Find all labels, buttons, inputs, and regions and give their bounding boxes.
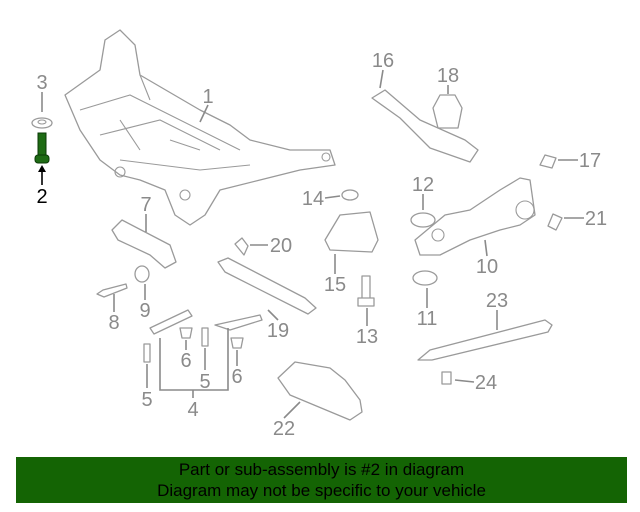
callout-10[interactable]: 10: [476, 256, 498, 278]
part-10-knuckle[interactable]: [414, 177, 536, 256]
callout-21[interactable]: 21: [585, 208, 607, 230]
part-5-bolts[interactable]: [143, 327, 209, 363]
part-2-bolt-highlighted[interactable]: [34, 132, 50, 164]
part-19-lower-arm[interactable]: [217, 257, 317, 315]
callout-4[interactable]: 4: [187, 399, 198, 421]
callout-14[interactable]: 14: [302, 188, 324, 210]
parts-diagram: 1 2 3 4 5 5 6 6 7 8 9 10 11 12 13 14 15 …: [31, 29, 607, 440]
callout-20[interactable]: 20: [270, 235, 292, 257]
callout-12[interactable]: 12: [412, 174, 434, 196]
part-13-bolt[interactable]: [357, 275, 375, 307]
part-17-bolt[interactable]: [539, 154, 557, 169]
callout-23[interactable]: 23: [486, 290, 508, 312]
callout-9[interactable]: 9: [139, 300, 150, 322]
part-4-brackets[interactable]: [149, 309, 263, 335]
banner-line-2: Diagram may not be specific to your vehi…: [157, 481, 486, 500]
callout-3[interactable]: 3: [36, 72, 47, 94]
part-3-washer[interactable]: [31, 117, 53, 129]
part-7-link[interactable]: [111, 219, 177, 269]
callout-22[interactable]: 22: [273, 418, 295, 440]
part-9-washer[interactable]: [134, 265, 150, 283]
callout-17[interactable]: 17: [579, 150, 601, 172]
part-11-washer[interactable]: [412, 270, 438, 286]
callout-7[interactable]: 7: [140, 194, 151, 216]
callout-13[interactable]: 13: [356, 326, 378, 348]
callout-15[interactable]: 15: [324, 274, 346, 296]
callout-11[interactable]: 11: [417, 308, 438, 330]
callout-19[interactable]: 19: [267, 320, 289, 342]
part-18-bumper[interactable]: [432, 94, 463, 129]
part-23-stabilizer-bar[interactable]: [417, 319, 553, 361]
part-1-subframe[interactable]: [64, 29, 336, 226]
callout-6[interactable]: 6: [180, 350, 191, 372]
part-8-bolt[interactable]: [96, 283, 128, 298]
part-24-bolt[interactable]: [441, 371, 452, 385]
callout-16[interactable]: 16: [372, 50, 394, 72]
part-21-bolt[interactable]: [547, 213, 563, 231]
callout-8[interactable]: 8: [108, 312, 119, 334]
callout-1[interactable]: 1: [202, 86, 213, 108]
callout-24[interactable]: 24: [475, 372, 497, 394]
banner-line-1: Part or sub-assembly is #2 in diagram: [178, 460, 465, 479]
info-banner: Part or sub-assembly is #2 in diagram Di…: [16, 457, 627, 503]
part-14-nut[interactable]: [341, 189, 359, 201]
callout-5[interactable]: 5: [199, 371, 210, 393]
callout-2-selected[interactable]: 2: [36, 186, 47, 208]
callout-5[interactable]: 5: [141, 389, 152, 411]
part-12-washer[interactable]: [410, 212, 436, 228]
part-15-bracket[interactable]: [324, 211, 379, 253]
callout-6[interactable]: 6: [231, 366, 242, 388]
part-20-bolt[interactable]: [234, 237, 249, 256]
part-22-guard[interactable]: [277, 361, 363, 421]
part-16-upper-arm[interactable]: [371, 89, 479, 163]
callout-18[interactable]: 18: [437, 65, 459, 87]
leader-lines: [38, 69, 584, 419]
part-6-nuts[interactable]: [179, 327, 244, 349]
